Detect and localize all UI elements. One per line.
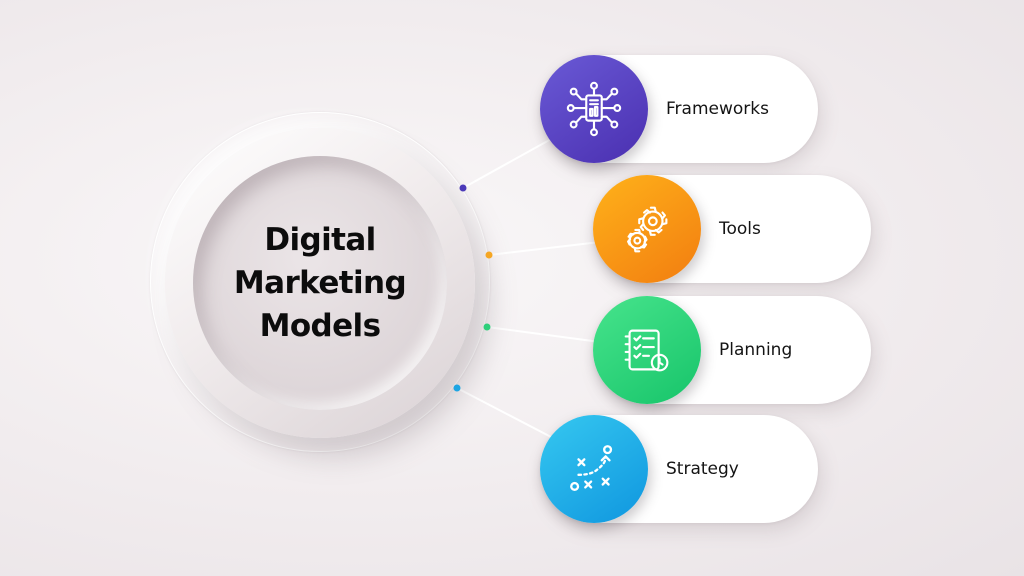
- connector-line-planning: [486, 326, 601, 343]
- connector-line-strategy: [456, 387, 554, 439]
- framework-network-icon: [540, 55, 648, 163]
- orbit-ring: [150, 112, 490, 452]
- item-card-planning[interactable]: Planning: [593, 296, 871, 404]
- item-label-planning: Planning: [719, 340, 793, 360]
- connector-line-frameworks: [462, 137, 554, 189]
- checklist-clock-icon: [593, 296, 701, 404]
- hub-title-line-3: Models: [259, 307, 381, 344]
- hub-title-line-2: Marketing: [233, 264, 407, 301]
- hub-center: Digital Marketing Models: [193, 156, 447, 410]
- hub-title: Digital Marketing Models: [220, 219, 420, 348]
- item-card-tools[interactable]: Tools: [593, 175, 871, 283]
- item-label-strategy: Strategy: [666, 459, 739, 479]
- item-card-strategy[interactable]: Strategy: [540, 415, 818, 523]
- gears-icon: [593, 175, 701, 283]
- connector-line-tools: [488, 241, 601, 256]
- play-strategy-icon: [540, 415, 648, 523]
- item-card-frameworks[interactable]: Frameworks: [540, 55, 818, 163]
- item-label-frameworks: Frameworks: [666, 99, 769, 119]
- hub-title-line-1: Digital: [264, 221, 376, 258]
- item-label-tools: Tools: [719, 219, 761, 239]
